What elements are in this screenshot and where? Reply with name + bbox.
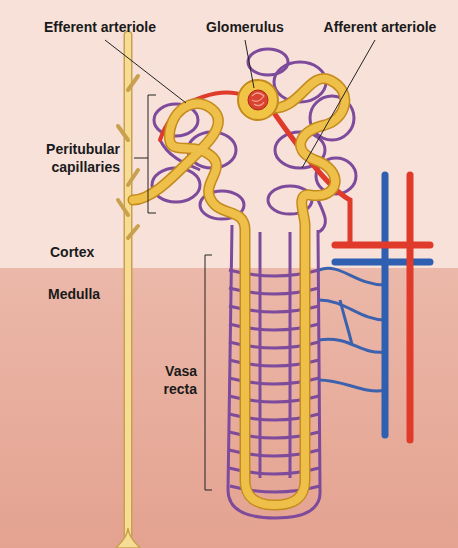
tubule-outline [133, 78, 345, 505]
vein [335, 259, 430, 266]
venule [319, 380, 385, 391]
part-label: Afferent arteriole [310, 18, 450, 36]
duct-branch [128, 76, 138, 90]
part-label: Vasa recta [147, 362, 197, 398]
artery [407, 175, 414, 440]
venule [340, 300, 352, 345]
duct-branch [128, 226, 138, 238]
duct-branch [118, 126, 128, 140]
bracket [148, 95, 156, 213]
venous-capillaries [319, 268, 385, 391]
collecting-duct [118, 35, 138, 535]
leader-line [134, 158, 148, 159]
renal-tubule [133, 78, 345, 505]
leader-line [302, 40, 375, 168]
capillary [289, 232, 292, 478]
duct-base [116, 528, 140, 548]
vein [382, 175, 389, 435]
venule [319, 300, 385, 320]
duct-outline [124, 35, 133, 535]
venule [319, 268, 385, 285]
capillary [248, 49, 288, 75]
duct-branch [128, 170, 138, 185]
glomerulus-loops [252, 93, 264, 106]
part-label: Cortex [50, 243, 140, 261]
duct-branch [118, 200, 128, 215]
glomerulus [248, 90, 268, 110]
glomerular-capsule [238, 80, 278, 120]
part-label: Efferent arteriole [25, 18, 175, 36]
cortex-region [0, 0, 458, 268]
tubule-fill [133, 78, 345, 505]
duct-fill [125, 35, 131, 535]
part-label: Medulla [48, 285, 138, 303]
leader-lines [105, 40, 375, 490]
bracket [205, 255, 212, 490]
part-label: Glomerulus [190, 18, 300, 36]
capillary [259, 232, 262, 478]
part-label: Peritubular capillaries [15, 140, 120, 176]
capillary [318, 200, 325, 232]
leader-line [245, 40, 254, 88]
leader-line [105, 40, 186, 103]
